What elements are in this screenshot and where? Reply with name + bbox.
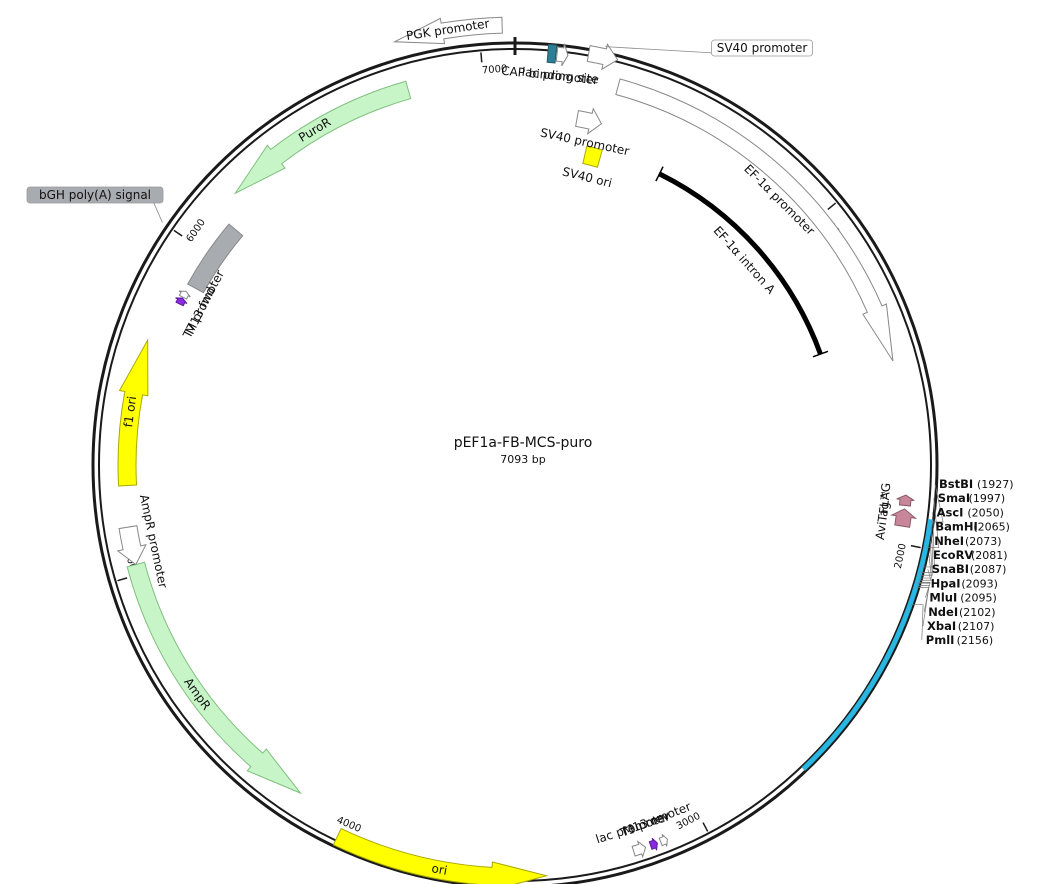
m13-rev [648, 837, 658, 851]
sv40-promoter-outer-label: SV40 promoter [717, 41, 808, 55]
ampr [126, 561, 303, 795]
site-pos-XbaI: (2107) [958, 620, 995, 633]
site-pos-NdeI: (2102) [959, 606, 996, 619]
avitag [889, 508, 918, 528]
site-name-PmlI: PmlI [926, 633, 955, 647]
ef1a-intron-cap-0 [655, 166, 664, 182]
tick-6000 [173, 229, 183, 237]
flag-tag-label: FLAG [877, 482, 894, 514]
bgh-polya [187, 223, 244, 294]
site-leader-XbaI [916, 587, 930, 627]
tick-7000 [480, 52, 483, 63]
site-pos-MluI: (2095) [960, 592, 997, 605]
tick-3000 [702, 822, 709, 832]
cap-site [546, 43, 558, 64]
pgk-promoter-label: PGK promoter [405, 16, 490, 43]
mcs-region-arc [801, 518, 933, 771]
site-name-XbaI: XbaI [927, 619, 956, 633]
site-name-NheI: NheI [934, 534, 964, 548]
features [116, 16, 918, 884]
site-name-BamHI: BamHI [935, 520, 977, 534]
bgh-polya-label: bGH poly(A) signal [39, 188, 151, 202]
site-leader-MluI [918, 582, 931, 598]
plasmid-title-block: pEF1a-FB-MCS-puro 7093 bp [454, 435, 593, 466]
lac-promoter-bottom [631, 840, 647, 859]
site-leader-BstBI [931, 483, 944, 523]
site-name-SnaBI: SnaBI [932, 562, 969, 576]
site-leader-PmlI [911, 604, 924, 641]
ampr-promoter [116, 525, 147, 566]
site-leader-BamHI [921, 526, 934, 573]
site-pos-EcoRV: (2081) [971, 549, 1008, 562]
sv40-promoter-outer-label-box [711, 39, 813, 57]
m13-fwd [175, 297, 188, 307]
plasmid-name: pEF1a-FB-MCS-puro [454, 435, 593, 451]
cap-site-label: CAP binding site [501, 64, 600, 87]
site-name-SmaI: SmaI [938, 491, 970, 505]
site-name-HpaI: HpaI [931, 576, 961, 590]
site-name-EcoRV: EcoRV [933, 548, 973, 562]
m13-fwd-label: M13 fwd [183, 285, 218, 337]
tick-label-2000: 2000 [893, 543, 909, 570]
ori-label: ori [430, 861, 448, 878]
lac-promoter-top [555, 43, 569, 67]
avitag-label: AviTag™ [873, 489, 894, 541]
restriction-sites: BstBI (1927)SmaI (1997)AscI (2050)BamHI … [911, 477, 1014, 647]
f1-ori-label: f1 ori [121, 395, 139, 428]
ori [332, 827, 549, 884]
tick-label-7000: 7000 [482, 63, 508, 76]
f1-ori [117, 338, 149, 487]
site-pos-BstBI: (1927) [977, 478, 1014, 491]
ef1a-intron-cap-1 [812, 350, 829, 358]
site-pos-SnaBI: (2087) [970, 563, 1007, 576]
site-leader-NdeI [917, 585, 930, 612]
tick-2000 [910, 544, 921, 549]
site-pos-PmlI: (2156) [957, 634, 994, 647]
flag-tag [896, 494, 915, 507]
sv40-promoter-outer [586, 42, 619, 71]
t3-promoter [658, 834, 668, 847]
site-pos-HpaI: (2093) [961, 577, 998, 590]
ef1a-intron-arc [658, 171, 823, 355]
sv40-promoter-outer-leader [605, 46, 733, 55]
bgh-polya-leader [152, 200, 163, 223]
site-pos-SmaI: (1997) [969, 492, 1006, 505]
site-pos-AscI: (2050) [967, 506, 1004, 519]
site-leader-AscI [922, 512, 935, 568]
site-leader-SnaBI [918, 569, 932, 581]
site-leader-NheI [920, 540, 933, 576]
site-name-BstBI: BstBI [939, 477, 973, 491]
bgh-polya-label-box [26, 186, 164, 204]
tick-5000 [117, 577, 128, 582]
site-leader-EcoRV [919, 554, 932, 579]
site-pos-NheI: (2073) [965, 535, 1002, 548]
puror [233, 80, 412, 195]
site-name-AscI: AscI [937, 505, 964, 519]
site-pos-BamHI: (2065) [973, 521, 1010, 534]
t7-promoter [178, 290, 191, 300]
site-name-NdeI: NdeI [928, 605, 958, 619]
sv40-promoter-inner [575, 107, 603, 135]
tick-label-6000: 6000 [185, 217, 208, 244]
plasmid-size: 7093 bp [500, 453, 545, 466]
pgk-promoter [392, 16, 503, 45]
ef1a-promoter [615, 78, 894, 362]
sv40-ori [582, 145, 603, 168]
sv40-ori-label: SV40 ori [561, 164, 613, 190]
tick-1000 [827, 202, 837, 210]
site-name-MluI: MluI [929, 591, 957, 605]
